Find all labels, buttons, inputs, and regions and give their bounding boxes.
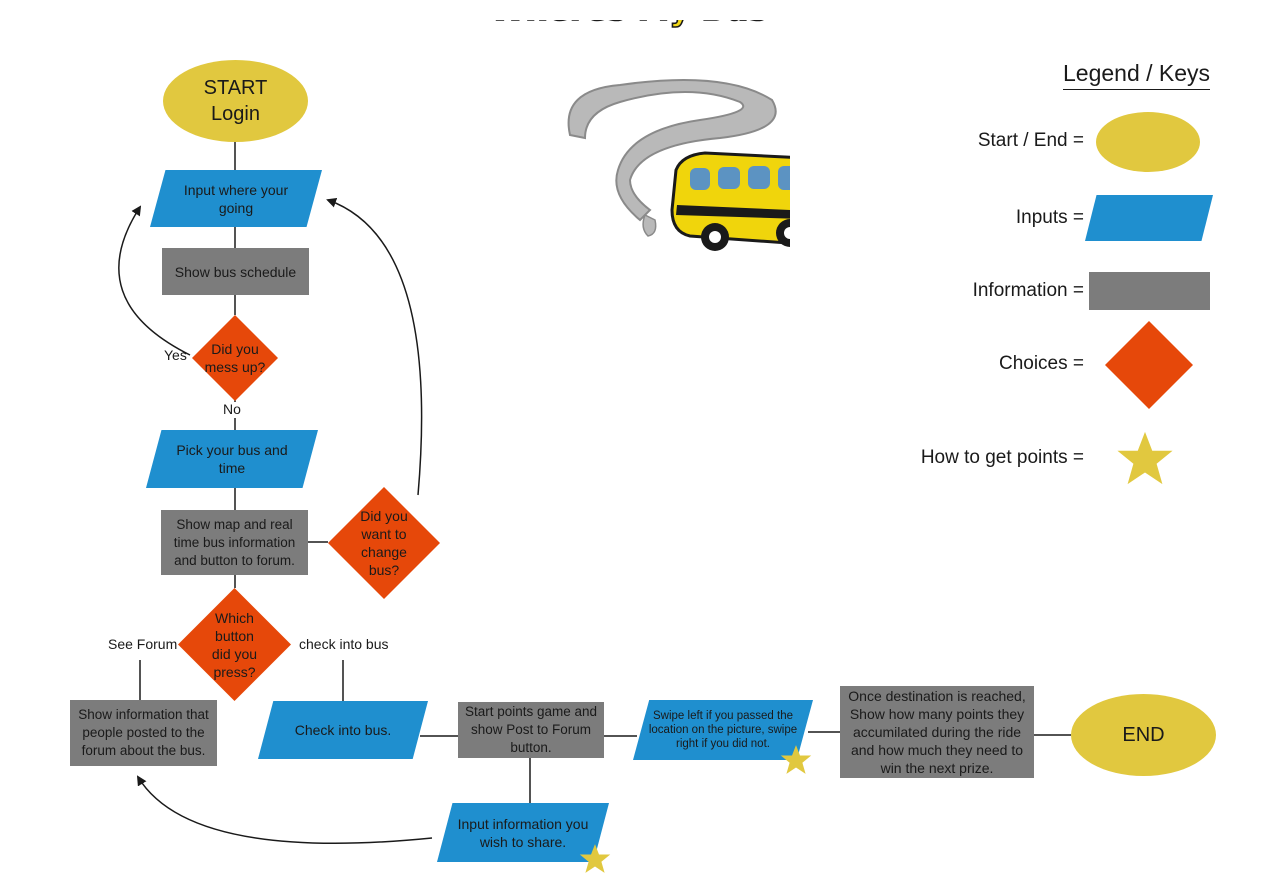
legend-information-swatch: [1089, 272, 1210, 310]
bus-icon: [670, 151, 790, 251]
arrow-share-to-forum: [136, 775, 433, 845]
legend-choices-swatch: [1105, 321, 1193, 409]
yes-label: Yes: [164, 347, 187, 363]
smoke-question-mark: [567, 79, 777, 222]
arrow-change-bus-back: [326, 197, 423, 496]
choice-change-bus-node: Did you want to change bus?: [328, 487, 440, 599]
end-node: END: [1071, 694, 1216, 776]
swipe-node: Swipe left if you passed the location on…: [633, 700, 813, 760]
input-destination-node: Input where your going: [150, 170, 322, 227]
swipe-text: Swipe left if you passed the location on…: [648, 710, 798, 750]
no-label: No: [223, 401, 241, 417]
destination-node: Once destination is reached, Show how ma…: [840, 686, 1034, 778]
show-map-text: Show map and real time bus information a…: [173, 516, 296, 568]
legend-title: Legend / Keys: [1063, 60, 1211, 90]
input-share-text: Input information you wish to share.: [457, 815, 589, 850]
points-star-icon: [780, 745, 812, 774]
input-share-node: Input information you wish to share.: [437, 803, 609, 862]
end-label: END: [1122, 724, 1165, 746]
destination-text: Once destination is reached, Show how ma…: [848, 688, 1026, 776]
start-node: START Login: [163, 60, 308, 142]
points-star-icon: [579, 844, 611, 873]
smoke-dot: [642, 213, 657, 237]
choice-button-text: Which button did you press?: [211, 609, 258, 680]
choice-mess-up-node: Did you mess up?: [192, 315, 278, 401]
legend-information-label: Information =: [972, 280, 1084, 301]
legend-start-end-swatch: [1096, 112, 1200, 172]
login-label: Login: [211, 103, 260, 125]
legend-inputs-label: Inputs =: [1015, 207, 1084, 228]
choice-mess-up-text: Did you mess up?: [204, 341, 266, 375]
legend-inputs-swatch: [1085, 195, 1213, 241]
show-schedule-node: Show bus schedule: [162, 248, 309, 295]
legend-start-end-label: Start / End =: [977, 130, 1084, 151]
legend-choices-label: Choices =: [998, 353, 1084, 374]
check-into-bus-label: check into bus: [299, 636, 389, 652]
start-points-node: Start points game and show Post to Forum…: [458, 702, 604, 758]
legend-star-icon: [1117, 431, 1173, 485]
choice-button-node: Which button did you press?: [178, 588, 291, 701]
start-label: START: [203, 77, 268, 99]
check-into-bus-node: Check into bus.: [258, 701, 428, 759]
arrow-mess-up-back: [118, 205, 191, 356]
legend-points-label: How to get points =: [920, 447, 1084, 468]
forum-info-text: Show information that people posted to t…: [78, 707, 209, 758]
forum-info-node: Show information that people posted to t…: [70, 700, 217, 766]
choice-change-bus-text: Did you want to change bus?: [360, 508, 408, 578]
start-points-text: Start points game and show Post to Forum…: [464, 704, 598, 755]
logo-title: Wheres My Bus: [490, 20, 768, 28]
check-into-bus-text: Check into bus.: [294, 722, 392, 738]
pick-bus-text: Pick your bus and time: [176, 442, 288, 476]
see-forum-label: See Forum: [108, 636, 178, 652]
wheres-my-bus-logo: Wheres My Bus: [490, 20, 790, 251]
show-map-node: Show map and real time bus information a…: [161, 510, 308, 575]
show-schedule-text: Show bus schedule: [174, 263, 297, 280]
pick-bus-node: Pick your bus and time: [146, 430, 318, 488]
input-destination-text: Input where your going: [183, 181, 289, 216]
